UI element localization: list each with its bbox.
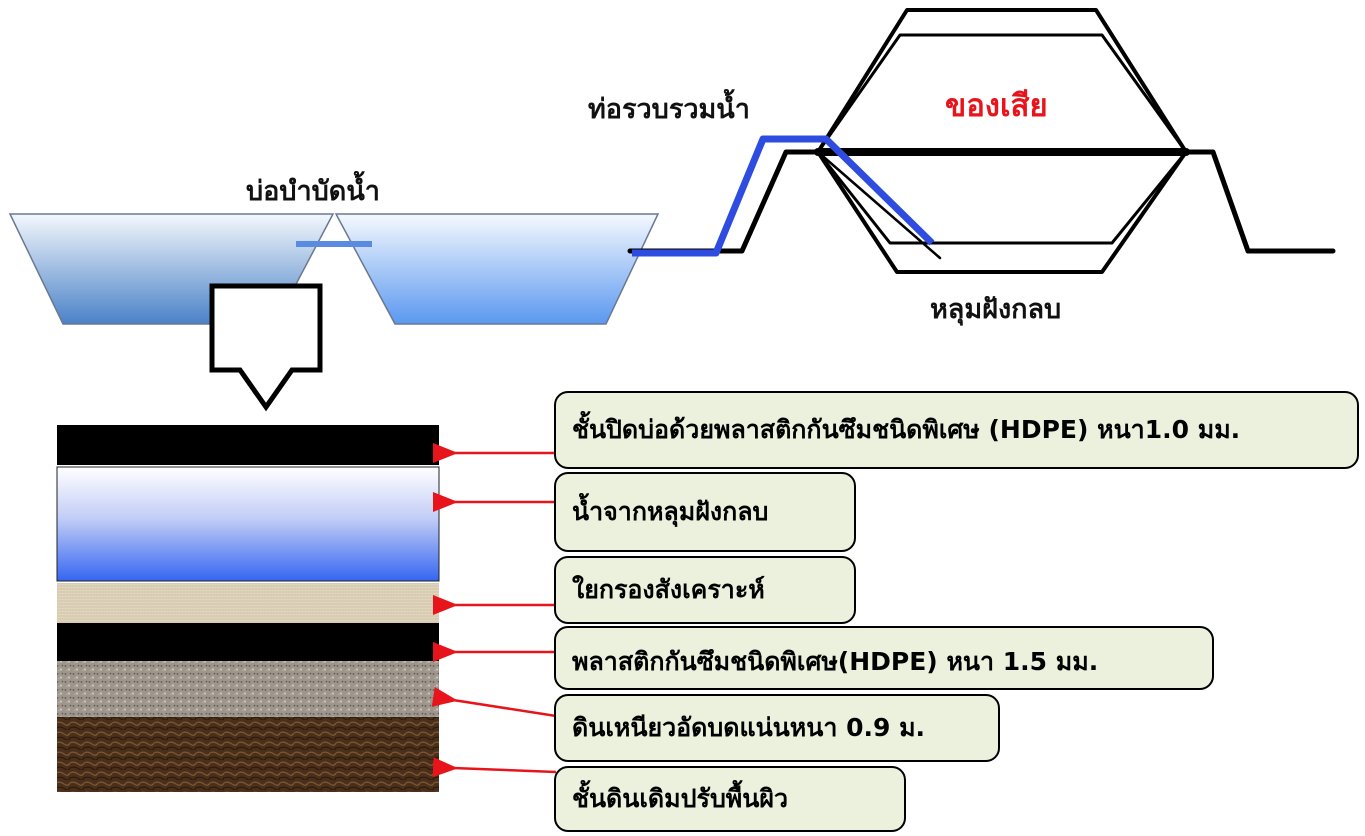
layer-geotextile: [57, 583, 439, 623]
layer-original-soil: [57, 717, 439, 792]
callout-hdpe-liner: พลาสติกกันซึมชนิดพิเศษ(HDPE) หนา 1.5 มม.: [554, 626, 1214, 690]
arrow-original-soil: [432, 757, 557, 778]
down-arrow: [209, 283, 323, 412]
callout-hdpe-cover: ชั้นปิดบ่อด้วยพลาสติกกันซึมชนิดพิเศษ (HD…: [554, 391, 1359, 469]
layer-leachate: [56, 466, 440, 582]
label-landfill-pit: หลุมฝังกลบ: [930, 294, 1062, 325]
label-treatment-pond: บ่อบำบัดน้ำ: [246, 176, 380, 207]
callout-original-soil: ชั้นดินเดิมปรับพื้นผิว: [554, 766, 906, 832]
pointer-arrows: [431, 443, 557, 778]
label-collection-pipe: ท่อรวบรวมน้ำ: [588, 94, 750, 125]
pond-right: [334, 213, 660, 325]
label-waste: ของเสีย: [945, 88, 1048, 124]
callout-leachate: น้ำจากหลุมฝังกลบ: [554, 472, 856, 552]
callout-geotextile: ใยกรองสังเคราะห์: [554, 556, 856, 624]
pond-connector-pipe: [296, 241, 372, 247]
layer-hdpe-liner: [57, 623, 439, 661]
arrow-compacted-clay: [431, 687, 557, 718]
callout-compacted-clay: ดินเหนียวอัดบดแน่นหนา 0.9 ม.: [554, 694, 1000, 762]
layer-hdpe-cover: [57, 425, 439, 465]
layer-compacted-clay: [57, 661, 439, 717]
collection-pipe: [632, 135, 935, 257]
landfill-pit: [627, 8, 1336, 274]
